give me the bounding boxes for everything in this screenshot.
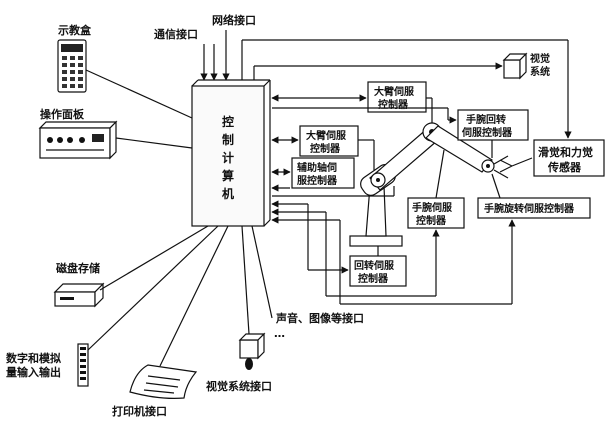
vision-system-icon (502, 52, 528, 80)
big-arm-servo-mid-label-1: 大臂伺服 (306, 129, 347, 142)
wrist-spin-servo-box (477, 197, 591, 219)
operation-panel-label: 操作面板 (40, 107, 85, 121)
aux-axis-servo-box (291, 157, 355, 189)
wrist-rotate-servo-label-1: 手腕回转 (466, 113, 506, 126)
audio-image-port-label: 声音、图像等接口 (275, 311, 364, 325)
rotary-servo-label-1: 回转伺服 (354, 259, 395, 272)
printer-paper-icon (129, 364, 198, 399)
vision-system-port-label: 视觉系统接口 (206, 379, 272, 393)
big-arm-servo-top-box (367, 81, 427, 113)
slip-force-sensor-label-1: 滑觉和力觉 (538, 145, 593, 159)
wrist-rotate-servo-label-2: 伺服控制器 (461, 126, 513, 139)
big-arm-servo-top-label-2: 控制器 (378, 98, 409, 111)
teach-box-icon (57, 39, 87, 93)
slip-force-sensor-label-2: 传感器 (547, 160, 582, 174)
disk-storage-icon (53, 282, 105, 308)
ellipsis: … (274, 327, 285, 340)
teach-box-label: 示教盒 (57, 23, 92, 37)
printer-port-label: 打印机接口 (112, 404, 167, 418)
io-connector-icon (77, 343, 89, 387)
digital-analog-io-label-2: 量输入输出 (6, 365, 61, 379)
comm-port-label: 通信接口 (154, 27, 198, 41)
big-arm-servo-top-label-1: 大臂伺服 (374, 85, 415, 98)
digital-analog-io-label-1: 数字和模拟 (6, 351, 61, 365)
big-arm-servo-mid-box (299, 125, 359, 157)
network-port-label: 网络接口 (212, 13, 256, 27)
wrist-rotate-servo-box (457, 109, 529, 141)
control-computer-label-4: 算 (222, 168, 234, 183)
control-computer-label-1: 控 (222, 114, 234, 129)
rotary-servo-label-2: 控制器 (358, 272, 389, 285)
disk-storage-label: 磁盘存储 (56, 261, 100, 275)
control-computer-label-3: 计 (222, 150, 234, 165)
wrist-spin-servo-label: 手腕旋转伺服控制器 (484, 202, 575, 215)
robot-arm-illustration (349, 122, 513, 247)
vision-system-label-1: 视觉 (530, 52, 550, 65)
big-arm-servo-mid-label-2: 控制器 (310, 142, 341, 155)
vision-system-label-2: 系统 (530, 65, 550, 78)
wrist-servo-label-2: 控制器 (416, 214, 447, 227)
control-computer-label-2: 制 (222, 132, 234, 147)
wrist-servo-box (407, 197, 465, 229)
operation-panel-icon (38, 120, 118, 160)
control-computer-box (191, 85, 265, 227)
aux-axis-servo-label-2: 服控制器 (297, 174, 338, 187)
control-computer-label-5: 机 (222, 186, 234, 201)
wrist-servo-label-1: 手腕伺服 (412, 201, 453, 214)
aux-axis-servo-label-1: 辅助轴伺 (297, 161, 337, 174)
camera-icon (238, 332, 266, 370)
slip-force-sensor-box (533, 139, 605, 177)
